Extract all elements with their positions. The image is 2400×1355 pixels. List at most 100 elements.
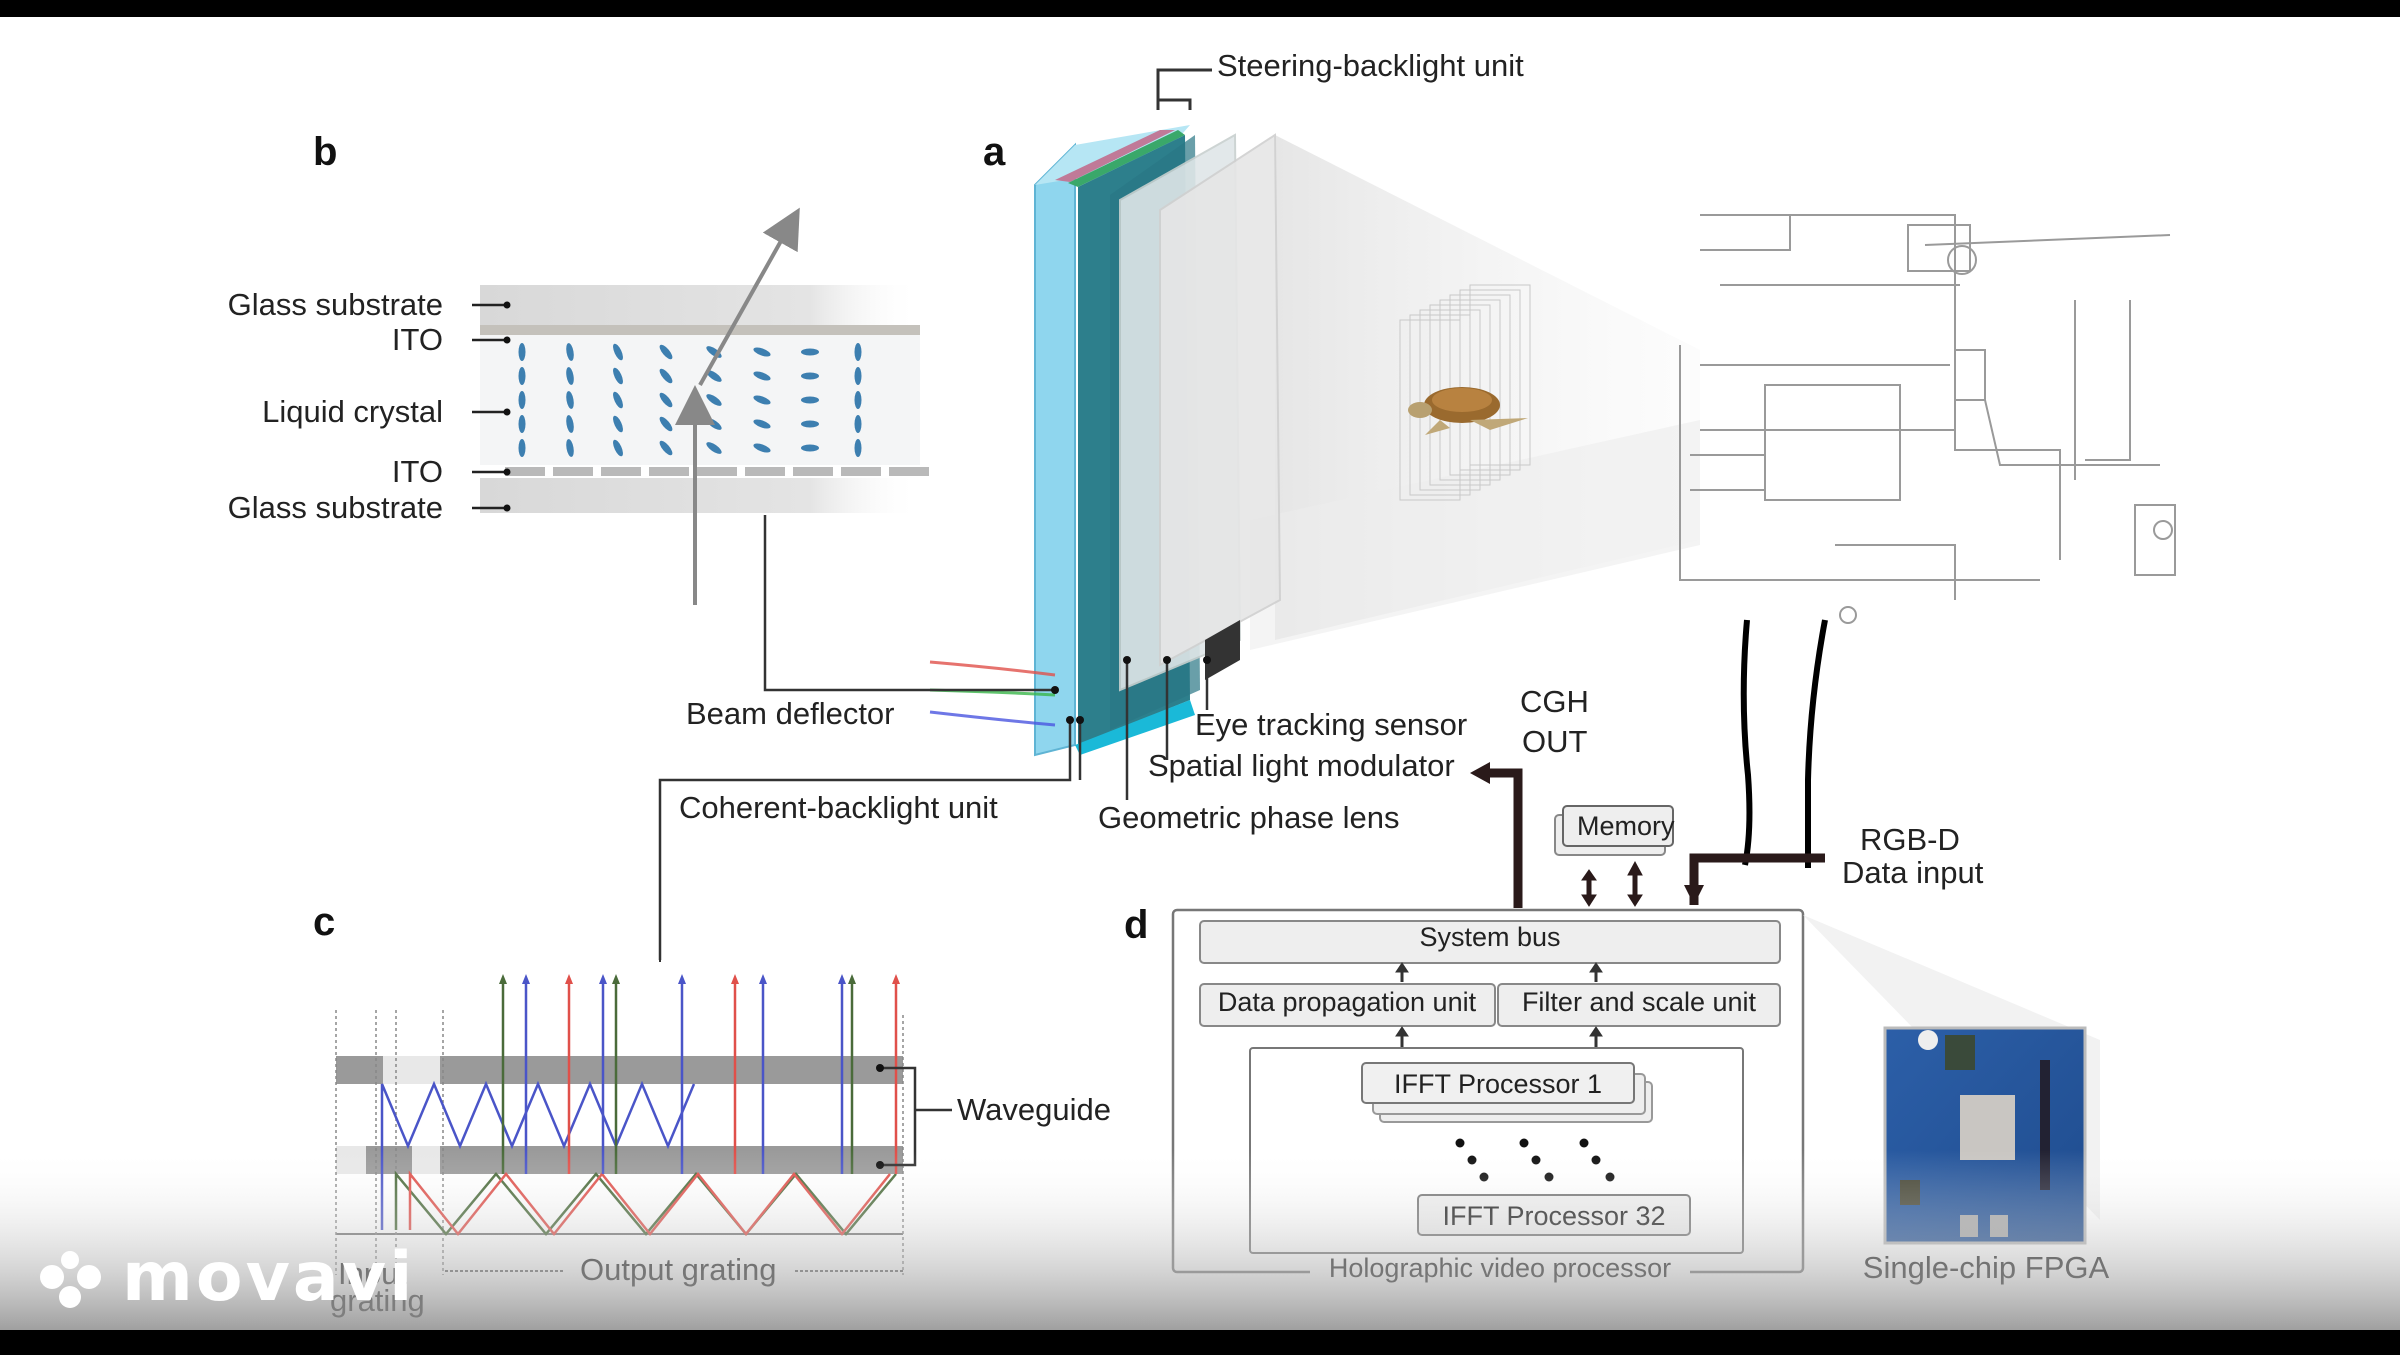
coherent-backlight-panel [1034, 142, 1076, 757]
lc-molecule [518, 367, 526, 385]
output-ray-arrowhead [612, 974, 620, 984]
top-ito-layer [480, 325, 920, 335]
label-out: OUT [1522, 724, 1588, 759]
leader-dots [1051, 656, 1211, 724]
layer-leader-dot [503, 408, 511, 416]
input-grating-top-gap [383, 1056, 440, 1084]
label-beam-deflector: Beam deflector [686, 696, 895, 731]
output-ray-arrowhead [731, 974, 739, 984]
output-ray-arrowhead [678, 974, 686, 984]
lc-molecule [854, 439, 862, 457]
lc-molecule [753, 347, 771, 357]
lc-molecule [518, 415, 526, 433]
output-ray-arrowhead [499, 974, 507, 984]
memory-box [1562, 805, 1674, 847]
cgh-out-arrowhead [1470, 762, 1490, 784]
output-ray-arrowhead [522, 974, 530, 984]
layer-leader-dot [503, 504, 511, 512]
ito-electrode [841, 467, 881, 476]
output-ray-arrowhead [848, 974, 856, 984]
green-layer [1068, 130, 1185, 187]
lc-molecule [753, 395, 771, 405]
cgh-out-arrow [1482, 768, 1523, 908]
output-ray-arrowhead [565, 974, 573, 984]
lc-molecule [566, 415, 574, 433]
lc-molecule [613, 367, 623, 385]
grating-dividers [335, 1010, 904, 1275]
lc-molecule [753, 371, 771, 381]
label-spatial-light-modulator: Spatial light modulator [1148, 748, 1455, 783]
output-ray-arrowhead [892, 974, 900, 984]
lc-molecule [659, 440, 673, 456]
data-propagation-unit-label: Data propagation unit [1218, 987, 1477, 1017]
lc-molecule [613, 415, 623, 433]
layer-leader-dot [503, 336, 511, 344]
label-cgh: CGH [1520, 684, 1589, 719]
label-steering-backlight: Steering-backlight unit [1217, 48, 1524, 83]
lc-molecule [854, 391, 862, 409]
system-bus-label: System bus [1419, 922, 1560, 952]
slm-panel [1159, 133, 1282, 667]
lc-molecule [518, 439, 526, 457]
panel-letter-c: c [313, 900, 335, 944]
memory-bus-arrows [1581, 860, 1643, 907]
lc-molecule [566, 391, 574, 409]
lc-molecule [566, 439, 574, 457]
circuit-schematic [1679, 214, 2176, 624]
output-ray-arrowhead [599, 974, 607, 984]
layer-label: Liquid crystal [262, 394, 443, 429]
layer-label: ITO [392, 322, 443, 357]
lc-molecule [801, 396, 819, 404]
layer-label: Glass substrate [228, 287, 443, 322]
panel-letter-d: d [1124, 903, 1148, 947]
layer-label: ITO [392, 454, 443, 489]
light-cone-shadow [1250, 420, 1700, 650]
panel-bottom-edge [1075, 700, 1195, 755]
ito-electrode [601, 467, 641, 476]
movavi-watermark: movavi [40, 1238, 415, 1317]
lc-molecule [566, 367, 574, 385]
layer-leader-dot [503, 468, 511, 476]
eye-tracking-sensor [1205, 620, 1240, 680]
ito-electrode [793, 467, 833, 476]
layer-label: Glass substrate [228, 490, 443, 525]
panel-letter-a: a [983, 130, 1006, 174]
output-ray-arrowhead [838, 974, 846, 984]
movavi-logo-icon [40, 1251, 101, 1308]
lc-molecule [801, 444, 819, 452]
lc-molecule [613, 391, 623, 409]
ifft-processor-1-label: IFFT Processor 1 [1394, 1069, 1602, 1099]
ito-electrode [889, 467, 929, 476]
label-data-input: Data input [1842, 855, 1984, 890]
lc-molecule [706, 370, 722, 382]
memory-label: Memory [1577, 811, 1675, 841]
movavi-brand-text: movavi [122, 1238, 415, 1317]
bottom-ito-electrodes [505, 467, 929, 476]
lc-molecule [801, 372, 819, 380]
layer-leader-dot [503, 301, 511, 309]
label-waveguide: Waveguide [957, 1092, 1111, 1127]
lc-molecule [566, 343, 574, 361]
lc-molecule [801, 348, 819, 356]
data-propagation-unit-box [1199, 983, 1496, 1027]
panel-a-leaders [658, 515, 1209, 960]
blue-input-ray [929, 710, 1056, 727]
label-rgbd: RGB-D [1860, 822, 1960, 857]
lc-molecule [518, 343, 526, 361]
label-eye-tracking-sensor: Eye tracking sensor [1195, 707, 1467, 742]
top-glass-substrate [480, 285, 920, 325]
lc-molecule [706, 442, 722, 454]
internal-arrows [1395, 962, 1603, 1047]
panel-letter-b: b [313, 130, 337, 174]
deflected-beam-arrow [698, 207, 800, 386]
steering-bracket [1156, 68, 1212, 110]
bottom-glass-substrate [480, 478, 920, 513]
rgbd-input-arrowhead [1684, 885, 1704, 905]
lc-molecule [518, 391, 526, 409]
lc-molecule [659, 344, 673, 360]
lc-molecule [659, 416, 673, 432]
lc-molecule [613, 343, 623, 361]
